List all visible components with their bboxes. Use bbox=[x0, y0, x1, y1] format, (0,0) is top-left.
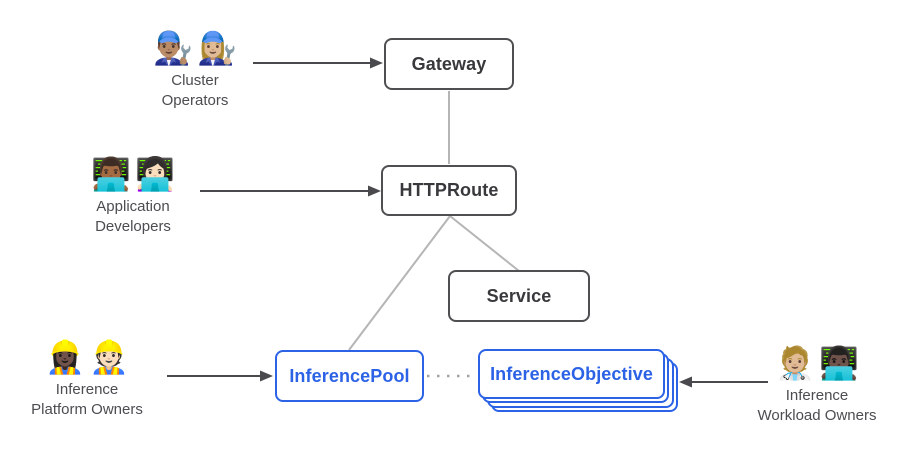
persona-icon-row: 👨🏾‍💻👩🏻‍💻 bbox=[45, 153, 221, 195]
persona-label-line1: Inference bbox=[55, 381, 119, 398]
arrow-workload-owners-to-inferenceobjective bbox=[679, 376, 768, 388]
persona-label-line1: Inference bbox=[785, 387, 849, 404]
arrowhead-icon bbox=[370, 57, 383, 69]
arrowhead-icon bbox=[260, 370, 273, 382]
persona-cluster-operators: 👨🏽‍🔧👩🏼‍🔧 Cluster Operators bbox=[107, 27, 283, 111]
woman-construction-worker-icon: 👷🏿‍♀️ bbox=[45, 339, 85, 375]
node-service: Service bbox=[448, 270, 590, 322]
persona-icon-row: 👷🏿‍♀️👷🏻 bbox=[0, 336, 175, 378]
node-gateway-label: Gateway bbox=[411, 53, 487, 74]
woman-mechanic-icon: 👩🏼‍🔧 bbox=[197, 30, 237, 66]
persona-inference-workload-owners: 🧑🏼‍⚕️👨🏿‍💻 Inference Workload Owners bbox=[729, 342, 902, 426]
persona-label: Inference Workload Owners bbox=[729, 386, 902, 426]
node-inferenceobjective: InferenceObjective bbox=[478, 349, 665, 399]
health-worker-icon: 🧑🏼‍⚕️ bbox=[775, 345, 815, 381]
persona-icon-row: 🧑🏼‍⚕️👨🏿‍💻 bbox=[729, 342, 902, 384]
arrow-cluster-operators-to-gateway bbox=[253, 57, 383, 69]
persona-label-line1: Application bbox=[96, 198, 170, 215]
persona-inference-platform-owners: 👷🏿‍♀️👷🏻 Inference Platform Owners bbox=[0, 336, 175, 420]
node-httproute: HTTPRoute bbox=[381, 165, 517, 216]
node-inferenceobjective-stack: InferenceObjective bbox=[478, 349, 680, 415]
node-inferencepool: InferencePool bbox=[275, 350, 424, 402]
node-httproute-label: HTTPRoute bbox=[399, 180, 499, 200]
node-service-label: Service bbox=[486, 285, 552, 306]
man-technologist-dark-icon: 👨🏿‍💻 bbox=[819, 345, 859, 381]
node-gateway: Gateway bbox=[384, 38, 514, 90]
persona-application-developers: 👨🏾‍💻👩🏻‍💻 Application Developers bbox=[45, 153, 221, 237]
persona-label: Application Developers bbox=[45, 197, 221, 237]
persona-label-line2: Operators bbox=[161, 92, 229, 109]
arrowhead-icon bbox=[368, 185, 381, 197]
node-inferenceobjective-label: InferenceObjective bbox=[490, 363, 653, 384]
node-inferencepool-label: InferencePool bbox=[289, 365, 410, 386]
arrowhead-icon bbox=[679, 376, 692, 388]
persona-label: Inference Platform Owners bbox=[0, 380, 175, 420]
persona-label-line1: Cluster bbox=[171, 72, 219, 89]
man-mechanic-icon: 👨🏽‍🔧 bbox=[153, 30, 193, 66]
persona-label: Cluster Operators bbox=[107, 71, 283, 111]
arrow-application-developers-to-httproute bbox=[200, 185, 381, 197]
persona-label-line2: Workload Owners bbox=[757, 407, 877, 424]
persona-label-line2: Platform Owners bbox=[31, 401, 143, 418]
persona-label-line2: Developers bbox=[95, 218, 171, 235]
edge-httproute-service bbox=[449, 215, 520, 272]
arrow-platform-owners-to-inferencepool bbox=[167, 370, 273, 382]
persona-icon-row: 👨🏽‍🔧👩🏼‍🔧 bbox=[107, 27, 283, 69]
man-construction-worker-icon: 👷🏻 bbox=[89, 339, 129, 375]
woman-technologist-icon: 👩🏻‍💻 bbox=[135, 156, 175, 192]
edge-httproute-inferencepool bbox=[348, 215, 451, 351]
man-technologist-icon: 👨🏾‍💻 bbox=[91, 156, 131, 192]
